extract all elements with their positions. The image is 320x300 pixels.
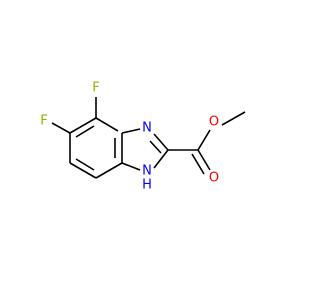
bond-c2-n1	[153, 149, 169, 169]
bond-c3a-n3	[121, 128, 141, 134]
atom-label-h: H	[142, 178, 152, 193]
bond-ccarbonyl-o-carbonyl	[197, 149, 211, 171]
bond-c6-c7	[69, 162, 97, 179]
bond-n3-c2-inner	[149, 140, 162, 154]
bond-c6-c7-inner	[75, 158, 95, 171]
molecule-structure: F F N N H O O	[40, 81, 246, 193]
bond-ccarbonyl-o-ether	[197, 129, 211, 151]
atom-label-f1: F	[92, 81, 99, 96]
atom-label-o-carbonyl: O	[209, 171, 219, 186]
bond-c4-c5	[69, 117, 97, 134]
bond-c4-c5-inner	[75, 125, 95, 138]
bond-o-methyl	[221, 111, 246, 126]
atom-label-o-ether: O	[209, 115, 219, 130]
atom-label-f2: F	[40, 114, 47, 129]
atom-label-n1: N	[142, 164, 152, 179]
bond-c5-f	[51, 122, 71, 134]
bond-c3a-c4	[95, 117, 119, 132]
bond-n1-c7a	[121, 162, 141, 171]
bond-ccarbonyl-o-carbonyl-double	[191, 153, 205, 175]
bond-c7-c7a	[95, 162, 123, 179]
atom-label-n3: N	[142, 121, 152, 136]
bond-n3-c2	[153, 133, 169, 151]
